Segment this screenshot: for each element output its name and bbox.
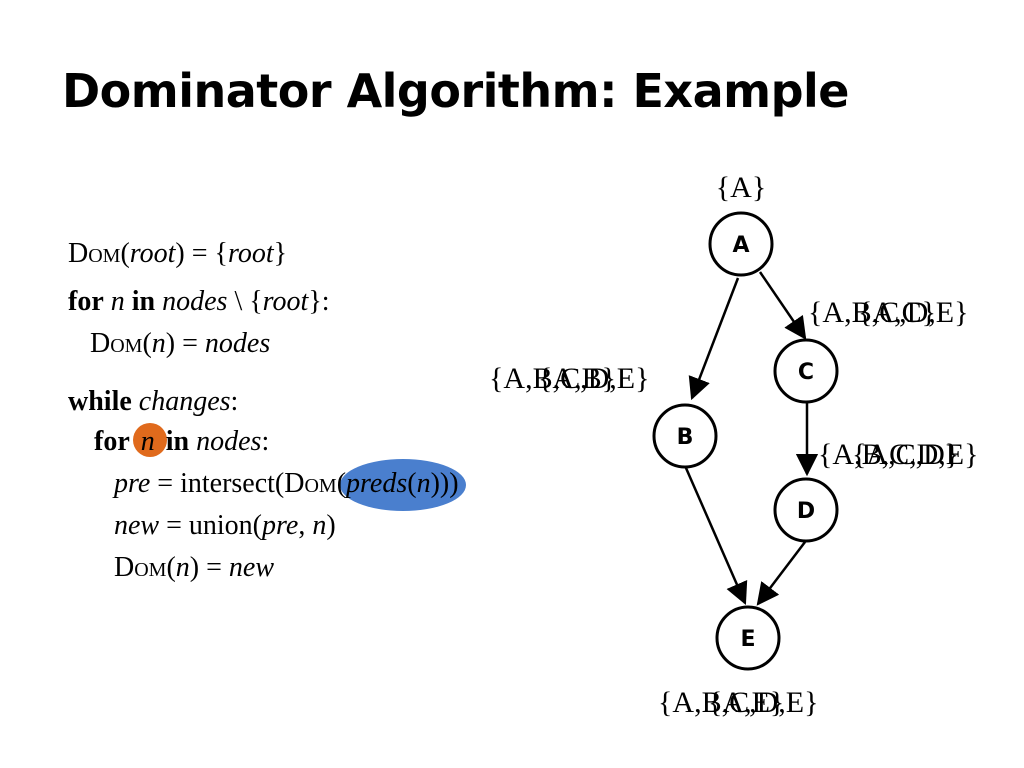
dom-set-e: {A,B,C,D,E}: [658, 686, 818, 719]
node-c-label: C: [798, 360, 814, 385]
dom-set-b-update: {A,B}: [538, 362, 616, 395]
dom-set-c-update: {A,C}: [858, 296, 936, 329]
node-b-label: B: [677, 425, 694, 450]
node-b: B: [652, 403, 718, 469]
node-a: A: [708, 211, 774, 277]
edge-a-c: [758, 271, 807, 340]
code-line-for-nodes: for n in nodes \ {root}:: [68, 286, 330, 317]
node-e-label: E: [740, 627, 755, 652]
node-e: E: [715, 605, 781, 671]
node-c: C: [773, 338, 839, 404]
edge-d-e: [756, 541, 806, 606]
highlight-preds-ellipse: preds(n: [340, 459, 466, 511]
dom-set-d: {A,B,C,D,E}: [818, 438, 978, 471]
dom-keyword: Dom: [68, 238, 121, 269]
node-d: D: [773, 477, 839, 543]
code-line-new: new = union(pre, n): [114, 510, 336, 541]
edge-b-e: [684, 467, 748, 606]
node-d-label: D: [797, 499, 815, 524]
for-keyword: for: [68, 286, 104, 317]
code-line-pre: pre = intersect(Dom(preds(n))): [114, 459, 466, 511]
edge-a-b: [688, 277, 740, 401]
dom-set-e-update: {A,E}: [708, 686, 784, 719]
code-line-while: while changes:: [68, 386, 239, 417]
dom-set-b: {A,B,C,D,E}: [489, 362, 649, 395]
dom-set-a: {A}: [716, 171, 766, 204]
code-line-assign: Dom(n) = new: [114, 552, 275, 583]
node-a-label: A: [732, 233, 749, 258]
while-keyword: while: [68, 386, 132, 417]
code-line-init-root: Dom(root) = {root}: [68, 238, 288, 269]
slide-title: Dominator Algorithm: Example: [62, 64, 849, 118]
dom-set-c: {A,B,C,D,E}: [808, 296, 968, 329]
dom-set-d-update: {A,C,D}: [852, 438, 959, 471]
code-line-init-nodes: Dom(n) = nodes: [90, 328, 271, 359]
code-line-for-n: for n in nodes:: [94, 423, 270, 457]
